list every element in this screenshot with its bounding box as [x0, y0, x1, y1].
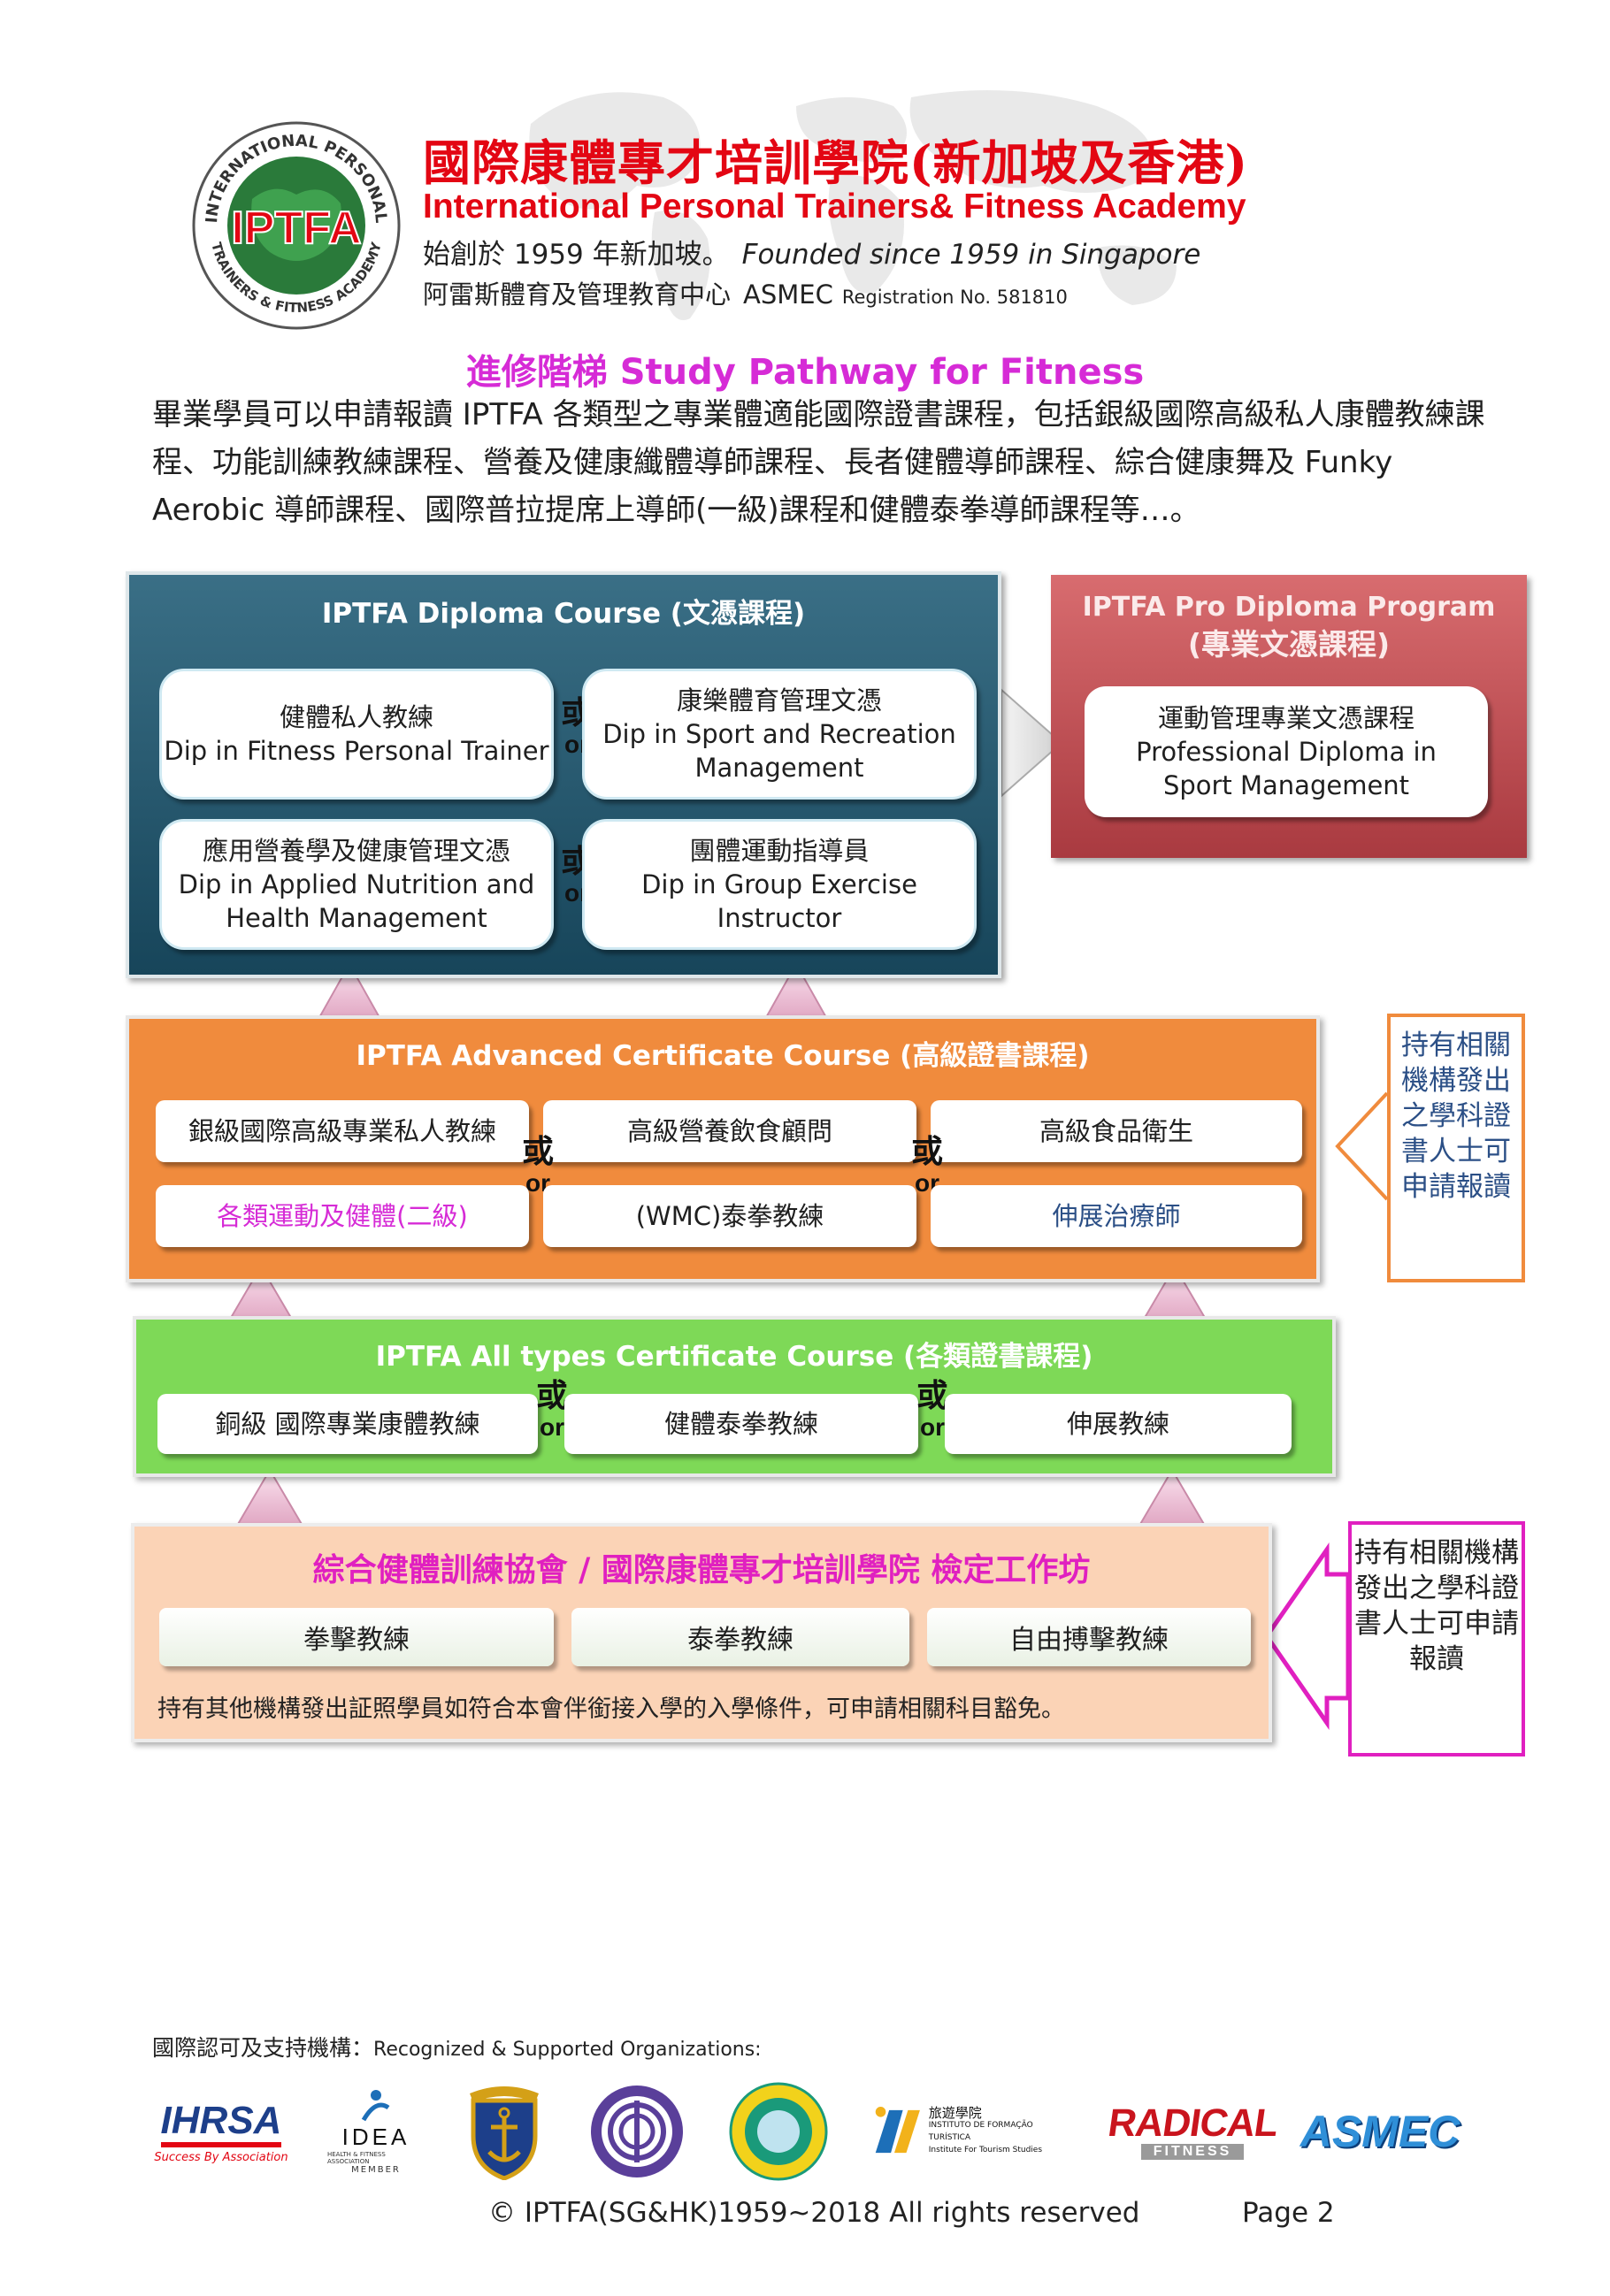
certificate-course-item: 銅級 國際專業康體教練: [157, 1394, 538, 1454]
idea-figure-icon: [361, 2090, 390, 2122]
diploma-course-panel: IPTFA Diploma Course (文憑課程) 健體私人教練 Dip i…: [126, 571, 1001, 978]
page-title: 進修階梯 Study Pathway for Fitness: [465, 352, 1145, 393]
certificate-course-item: 健體泰拳教練: [564, 1394, 918, 1454]
copyright-text: © IPTFA(SG&HK)1959~2018 All rights reser…: [488, 2197, 1140, 2229]
diploma-course-item: 康樂體育管理文憑 Dip in Sport and Recreation Man…: [582, 669, 977, 800]
workshop-title: 綜合健體訓練協會 / 國際康體專才培訓學院 檢定工作坊: [312, 1551, 1091, 1588]
diploma-course-title: IPTFA Diploma Course (文憑課程): [321, 598, 806, 630]
idea-logo: IDEA HEALTH & FITNESS ASSOCIATION MEMBER: [327, 2078, 425, 2185]
course-chinese-name: 健體私人教練: [279, 702, 433, 732]
all-types-certificate-panel: IPTFA All types Certificate Course (各類證書…: [133, 1316, 1336, 1477]
advanced-course-item: (WMC)泰拳教練: [543, 1185, 916, 1247]
workshop-panel: 綜合健體訓練協會 / 國際康體專才培訓學院 檢定工作坊 拳擊教練 泰拳教練 自由…: [131, 1523, 1272, 1742]
course-english-name: Dip in Fitness Personal Trainer: [164, 736, 549, 766]
advanced-certificate-panel: IPTFA Advanced Certificate Course (高級證書課…: [126, 1015, 1320, 1282]
course-english-name: Professional Diploma in Sport Management: [1136, 737, 1437, 800]
asmec-name: ASMEC: [743, 279, 833, 310]
advanced-certificate-title: IPTFA Advanced Certificate Course (高級證書課…: [356, 1040, 1090, 1072]
recognized-chinese: 國際認可及支持機構：: [152, 2035, 374, 2061]
logo-center-text: IPTFA: [231, 203, 361, 254]
academy-title-english: International Personal Trainers& Fitness…: [423, 188, 1246, 226]
workshop-course-item: 自由搏擊教練: [927, 1608, 1251, 1666]
diploma-course-item: 團體運動指導員 Dip in Group Exercise Instructor: [582, 819, 977, 950]
seal-icon: [729, 2082, 828, 2181]
workshop-course-item: 拳擊教練: [159, 1608, 554, 1666]
side-note-eligibility-workshop: 持有相關機構發出之學科證書人士可申請報讀: [1348, 1521, 1525, 1756]
academy-title-chinese: 國際康體專才培訓學院(新加坡及香港): [423, 134, 1249, 191]
course-english-name: Dip in Applied Nutrition and Health Mana…: [178, 869, 535, 933]
advanced-course-item: 高級營養飲食顧問: [543, 1100, 916, 1162]
certificate-course-item: 伸展教練: [945, 1394, 1292, 1454]
ift-mark-icon: [875, 2107, 920, 2154]
all-types-certificate-title: IPTFA All types Certificate Course (各類證書…: [375, 1341, 1093, 1373]
course-chinese-name: 應用營養學及健康管理文憑: [202, 836, 510, 866]
founded-english: Founded since 1959 in Singapore: [741, 239, 1201, 271]
founded-line: 始創於 1959 年新加坡。 Founded since 1959 in Sing…: [423, 232, 1200, 272]
asmec-chinese: 阿雷斯體育及管理教育中心: [423, 279, 732, 310]
organization-logos: IHRSA Success By Association IDEA HEALTH…: [150, 2078, 1477, 2193]
side-note-eligibility-advanced: 持有相關機構發出之學科證書人士可申請報讀: [1387, 1014, 1525, 1282]
radical-fitness-logo: RADICAL FITNESS: [1105, 2101, 1280, 2160]
course-chinese-name: 運動管理專業文憑課程: [1157, 703, 1414, 733]
ift-logo: 旅遊學院 INSTITUTO DE FORMAÇÃO TURÍSTICA Ins…: [869, 2078, 1072, 2185]
registration-number: Registration No. 581810: [841, 287, 1068, 308]
course-chinese-name: 康樂體育管理文憑: [676, 685, 882, 716]
intro-paragraph: 畢業學員可以申請報讀 IPTFA 各類型之專業體適能國際證書課程，包括銀級國際高…: [152, 397, 1485, 528]
course-chinese-name: 團體運動指導員: [689, 836, 870, 866]
world-map-watermark: [529, 90, 1177, 320]
pro-diploma-title-chinese: (專業文憑課程): [1187, 627, 1391, 662]
diploma-course-item: 健體私人教練 Dip in Fitness Personal Trainer: [159, 669, 554, 800]
arrow-to-pro-diploma: [1000, 687, 1063, 799]
founded-chinese: 始創於 1959 年新加坡。: [423, 239, 730, 271]
anchor-shield-icon: [470, 2086, 539, 2180]
asmec-logo: ASMEC: [1300, 2107, 1460, 2156]
exemption-note: 持有其他機構發出証照學員如符合本會伴銜接入學的入學條件，可申請相關科目豁免。: [157, 1695, 1065, 1723]
circle-emblem-logo: [584, 2078, 690, 2185]
recognized-english: Recognized & Supported Organizations:: [373, 2039, 762, 2061]
diploma-course-item: 應用營養學及健康管理文憑 Dip in Applied Nutrition an…: [159, 819, 554, 950]
anchor-crest-logo: [456, 2078, 553, 2185]
pro-diploma-panel: IPTFA Pro Diploma Program (專業文憑課程) 運動管理專…: [1051, 575, 1527, 858]
course-english-name: Dip in Sport and Recreation Management: [602, 719, 956, 783]
spiral-emblem-icon: [591, 2086, 683, 2177]
academy-seal-logo: [725, 2078, 832, 2185]
advanced-course-item: 高級食品衛生: [931, 1100, 1302, 1162]
asmec-line: 阿雷斯體育及管理教育中心 ASMEC Registration No. 581810: [423, 274, 1068, 311]
course-english-name: Dip in Group Exercise Instructor: [641, 869, 917, 933]
recognized-organizations-label: 國際認可及支持機構：Recognized & Supported Organiz…: [152, 2031, 762, 2063]
pro-diploma-course: 運動管理專業文憑課程 Professional Diploma in Sport…: [1085, 686, 1488, 817]
workshop-course-item: 泰拳教練: [571, 1608, 909, 1666]
iptfa-logo: INTERNATIONAL PERSONAL TRAINERS & FITNES…: [192, 121, 401, 330]
advanced-course-item: 各類運動及健體(二級): [156, 1185, 529, 1247]
pro-diploma-title-english: IPTFA Pro Diploma Program: [1082, 592, 1496, 623]
arrow-side-note-1: [1335, 1091, 1389, 1201]
advanced-course-item: 伸展治療師: [931, 1185, 1302, 1247]
advanced-course-item: 銀級國際高級專業私人教練: [156, 1100, 529, 1162]
ihrsa-logo: IHRSA Success By Association: [154, 2098, 288, 2164]
page-number: Page 2: [1242, 2197, 1335, 2229]
pro-diploma-title: IPTFA Pro Diploma Program (專業文憑課程): [1051, 589, 1527, 663]
arrow-side-note-2: [1263, 1542, 1351, 1730]
